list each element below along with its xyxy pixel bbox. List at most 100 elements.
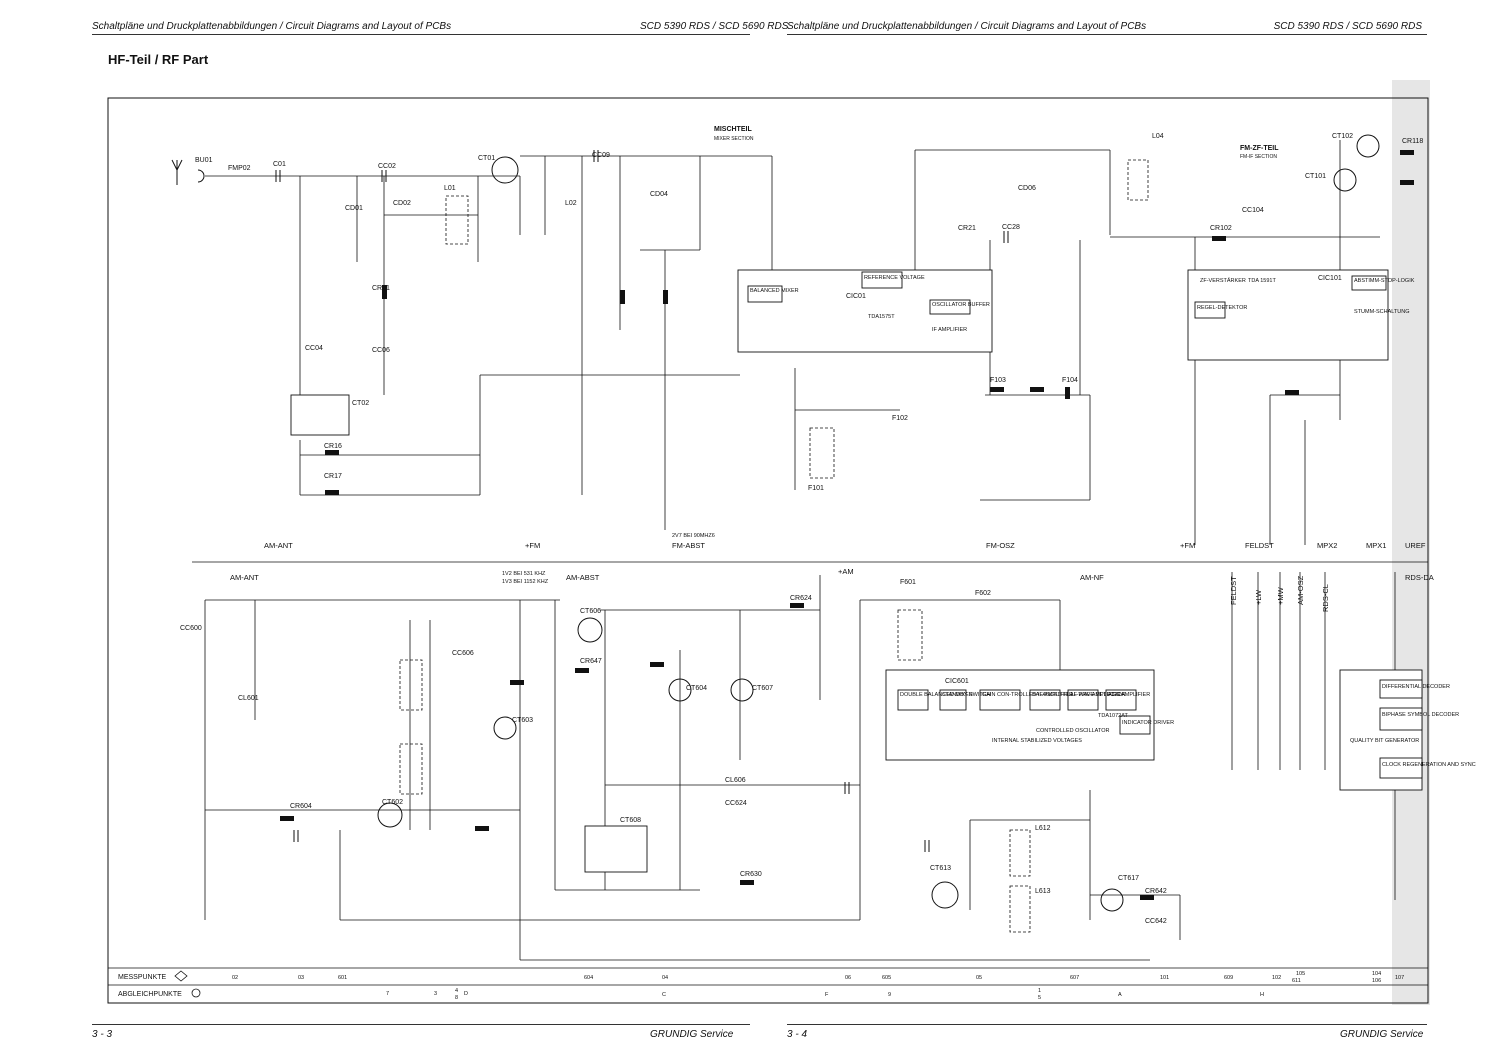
- lbl-ct604: CT604: [686, 685, 707, 692]
- abgl-4: D: [464, 991, 468, 997]
- component-labels: BU01 FMP02 C01 CC02 CT01 CC09 L01 L02 CD…: [180, 133, 1423, 925]
- mess-2: 601: [338, 975, 347, 981]
- abgl-symbol-icon: [191, 988, 201, 998]
- note-2: 2V7 BEI 90MHZ6: [672, 533, 715, 539]
- lbl-ic-9: STUMM-SCHALTUNG: [1354, 309, 1410, 315]
- lbl-ic-0: BALANCED MIXER: [750, 288, 799, 294]
- page-title: HF-Teil / RF Part: [108, 52, 209, 67]
- vbus-lw: +LW: [1254, 589, 1263, 605]
- bus-am-ant-top: AM-ANT: [264, 541, 293, 550]
- lbl-cc642: CC642: [1145, 918, 1167, 925]
- vbus-mw: +MW: [1276, 586, 1285, 605]
- bus-fm-abst: FM-ABST: [672, 541, 705, 550]
- lbl-l612: L612: [1035, 825, 1051, 832]
- mess-10: 609: [1224, 975, 1233, 981]
- mess-11: 102: [1272, 975, 1281, 981]
- diagram-frame: [107, 97, 1429, 1004]
- lbl-f102: F102: [892, 415, 908, 422]
- lbl-cd04: CD04: [650, 191, 668, 198]
- block-double-mixer: [897, 689, 929, 711]
- lbl-l01: L01: [444, 185, 456, 192]
- block-af-pre: [1067, 689, 1099, 711]
- lbl-cr630: CR630: [740, 871, 762, 878]
- mess-7: 05: [976, 975, 982, 981]
- coils: [399, 159, 1149, 933]
- ic-cic601: [885, 669, 1155, 761]
- block-indicator: [1119, 715, 1151, 735]
- lbl-cr01: CR01: [372, 285, 390, 292]
- lbl-cl606: CL606: [725, 777, 746, 784]
- lbl-ic-8: ABSTIMM-STOP-LOGIK: [1354, 278, 1415, 284]
- abgl-8: 1: [1038, 988, 1041, 994]
- lbl-ic-16: INDICATOR DRIVER: [1122, 720, 1174, 726]
- lbl-ic-11: STANDBY SWITCH: [942, 692, 991, 698]
- ic-blocks: [290, 269, 1423, 873]
- bus-labels-bottom: AM-ANT AM-ABST +AM AM-NF RDS-DA: [230, 567, 1434, 582]
- block-ct02: [290, 394, 350, 436]
- lbl-ic-17: TDA1072AT: [1098, 713, 1128, 719]
- block-regeldetektor: [1194, 301, 1226, 319]
- bus-am-ant-bottom: AM-ANT: [230, 573, 259, 582]
- notes: 1V2 BEI 531 KHZ 1V3 BEI 1152 KHZ 2V7 BEI…: [502, 533, 715, 585]
- section-titles: MISCHTEIL FM-ZF-TEIL: [714, 126, 1279, 152]
- lbl-cd02: CD02: [393, 200, 411, 207]
- transistors: [377, 134, 1380, 912]
- header-rule-left: [92, 34, 750, 35]
- lbl-ct617: CT617: [1118, 875, 1139, 882]
- block-reference-voltage: [861, 271, 903, 289]
- lbl-ic-14: AF PRE-AMPLIFIER: [1070, 692, 1121, 698]
- lbl-ct607: CT607: [752, 685, 773, 692]
- lbl-ic-18: CONTROLLED OSCILLATOR: [1036, 728, 1109, 734]
- lbl-f601: F601: [900, 579, 916, 586]
- lbl-ct603: CT603: [512, 717, 533, 724]
- passives: [280, 150, 1414, 900]
- lbl-ic-23: CLOCK REGENERATION AND SYNC: [1382, 762, 1476, 768]
- lbl-cr17: CR17: [324, 473, 342, 480]
- lbl-ct606: CT606: [580, 608, 601, 615]
- lbl-cr642: CR642: [1145, 888, 1167, 895]
- abgl-1: 3: [434, 991, 437, 997]
- lbl-ic-3: IF AMPLIFIER: [932, 327, 967, 333]
- lbl-ct01: CT01: [478, 155, 495, 162]
- header-rule-right: [787, 34, 1427, 35]
- block-balanced-mixer: [747, 285, 783, 303]
- lbl-ct608: CT608: [620, 817, 641, 824]
- block-clock: [1379, 757, 1423, 779]
- lbl-cc04: CC04: [305, 345, 323, 352]
- lbl-cr16: CR16: [324, 443, 342, 450]
- mess-12: 105: [1296, 971, 1305, 977]
- lbl-ct101: CT101: [1305, 173, 1326, 180]
- block-differential: [1379, 679, 1423, 699]
- section-mixer-sub: MIXER SECTION: [714, 136, 754, 142]
- antenna-symbol: [171, 159, 205, 185]
- lbl-cd01: CD01: [345, 205, 363, 212]
- lbl-ic-12: GAIN CON-TROLLED IF AMPLIFIER: [982, 692, 1073, 698]
- mess-8: 607: [1070, 975, 1079, 981]
- lbl-c01: C01: [273, 161, 286, 168]
- abgl-values: 7 3 4 8 D C F 9 1 5 A H: [386, 988, 1264, 1001]
- lbl-cc06: CC06: [372, 347, 390, 354]
- header-right-title: Schaltpläne und Druckplattenabbildungen …: [787, 21, 1147, 32]
- shaded-strip: [1392, 80, 1430, 1005]
- lbl-cc104: CC104: [1242, 207, 1264, 214]
- abgl-5: C: [662, 992, 666, 998]
- mess-1: 03: [298, 975, 304, 981]
- lbl-cr624: CR624: [790, 595, 812, 602]
- bus-fm-plus: +FM: [525, 541, 540, 550]
- lbl-ic-7: TDA 1591T: [1248, 278, 1276, 284]
- note-0: 1V2 BEI 531 KHZ: [502, 571, 546, 577]
- lbl-cr647: CR647: [580, 658, 602, 665]
- bus-uref: UREF: [1405, 541, 1426, 550]
- bus-am-plus: +AM: [838, 567, 854, 576]
- mess-3: 604: [584, 975, 593, 981]
- lbl-ic-13: BALANCED FULL-WAVE DETECTOR: [1032, 692, 1126, 698]
- lbl-f103: F103: [990, 377, 1006, 384]
- block-oscillator-buffer: [929, 299, 971, 315]
- abgl-11: H: [1260, 992, 1264, 998]
- abgl-7: 9: [888, 992, 891, 998]
- block-abstimm-stop: [1351, 275, 1387, 291]
- lbl-ic-22: QUALITY BIT GENERATOR: [1350, 738, 1419, 744]
- header-left-model: SCD 5390 RDS / SCD 5690 RDS: [640, 21, 789, 32]
- block-gain-if: [979, 689, 1021, 711]
